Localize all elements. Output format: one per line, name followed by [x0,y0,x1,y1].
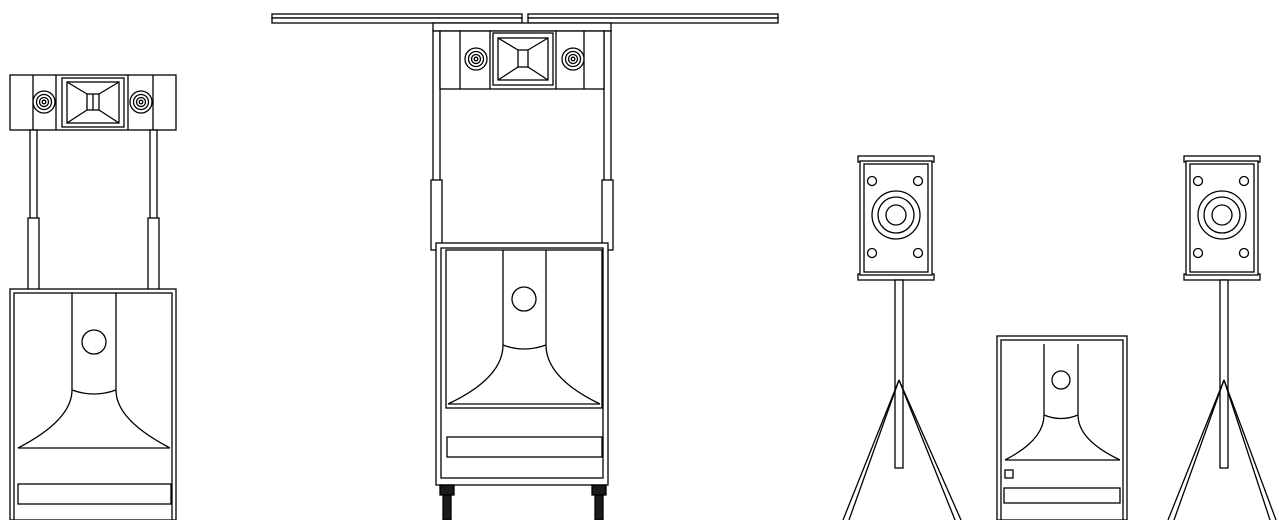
side-tables [271,13,779,24]
pole-mounted-speaker-stack [9,74,177,520]
tripod-stand [842,279,962,520]
satellite-speaker-box [9,74,177,131]
support-poles [27,129,160,291]
cabinet-frame [430,22,614,251]
speaker-box [857,155,935,281]
midrange-driver-icon [464,47,488,71]
horn-tweeter-icon [492,32,554,86]
horn-tweeter-icon [61,77,125,128]
bass-cabinet [435,242,609,486]
satellite-speaker-box [439,30,605,90]
vent-slot [446,436,603,458]
speaker-box [1183,155,1261,281]
woofer-icon [1197,190,1247,240]
rolling-speaker-cabinet-with-tables [271,13,779,520]
caster-wheels [439,484,607,520]
tripod-speaker-left [842,155,962,520]
tripod-stand [1167,279,1277,520]
midrange-driver-icon [561,47,585,71]
tripod-speaker-right [1167,155,1277,520]
small-subwoofer-cabinet [996,335,1128,520]
midrange-driver-icon [129,90,153,114]
bass-cabinet [9,288,177,520]
power-led-icon [1004,469,1014,479]
vent-slot [1003,487,1121,504]
midrange-driver-icon [32,90,56,114]
vent-slot [17,483,172,505]
woofer-icon [871,190,921,240]
